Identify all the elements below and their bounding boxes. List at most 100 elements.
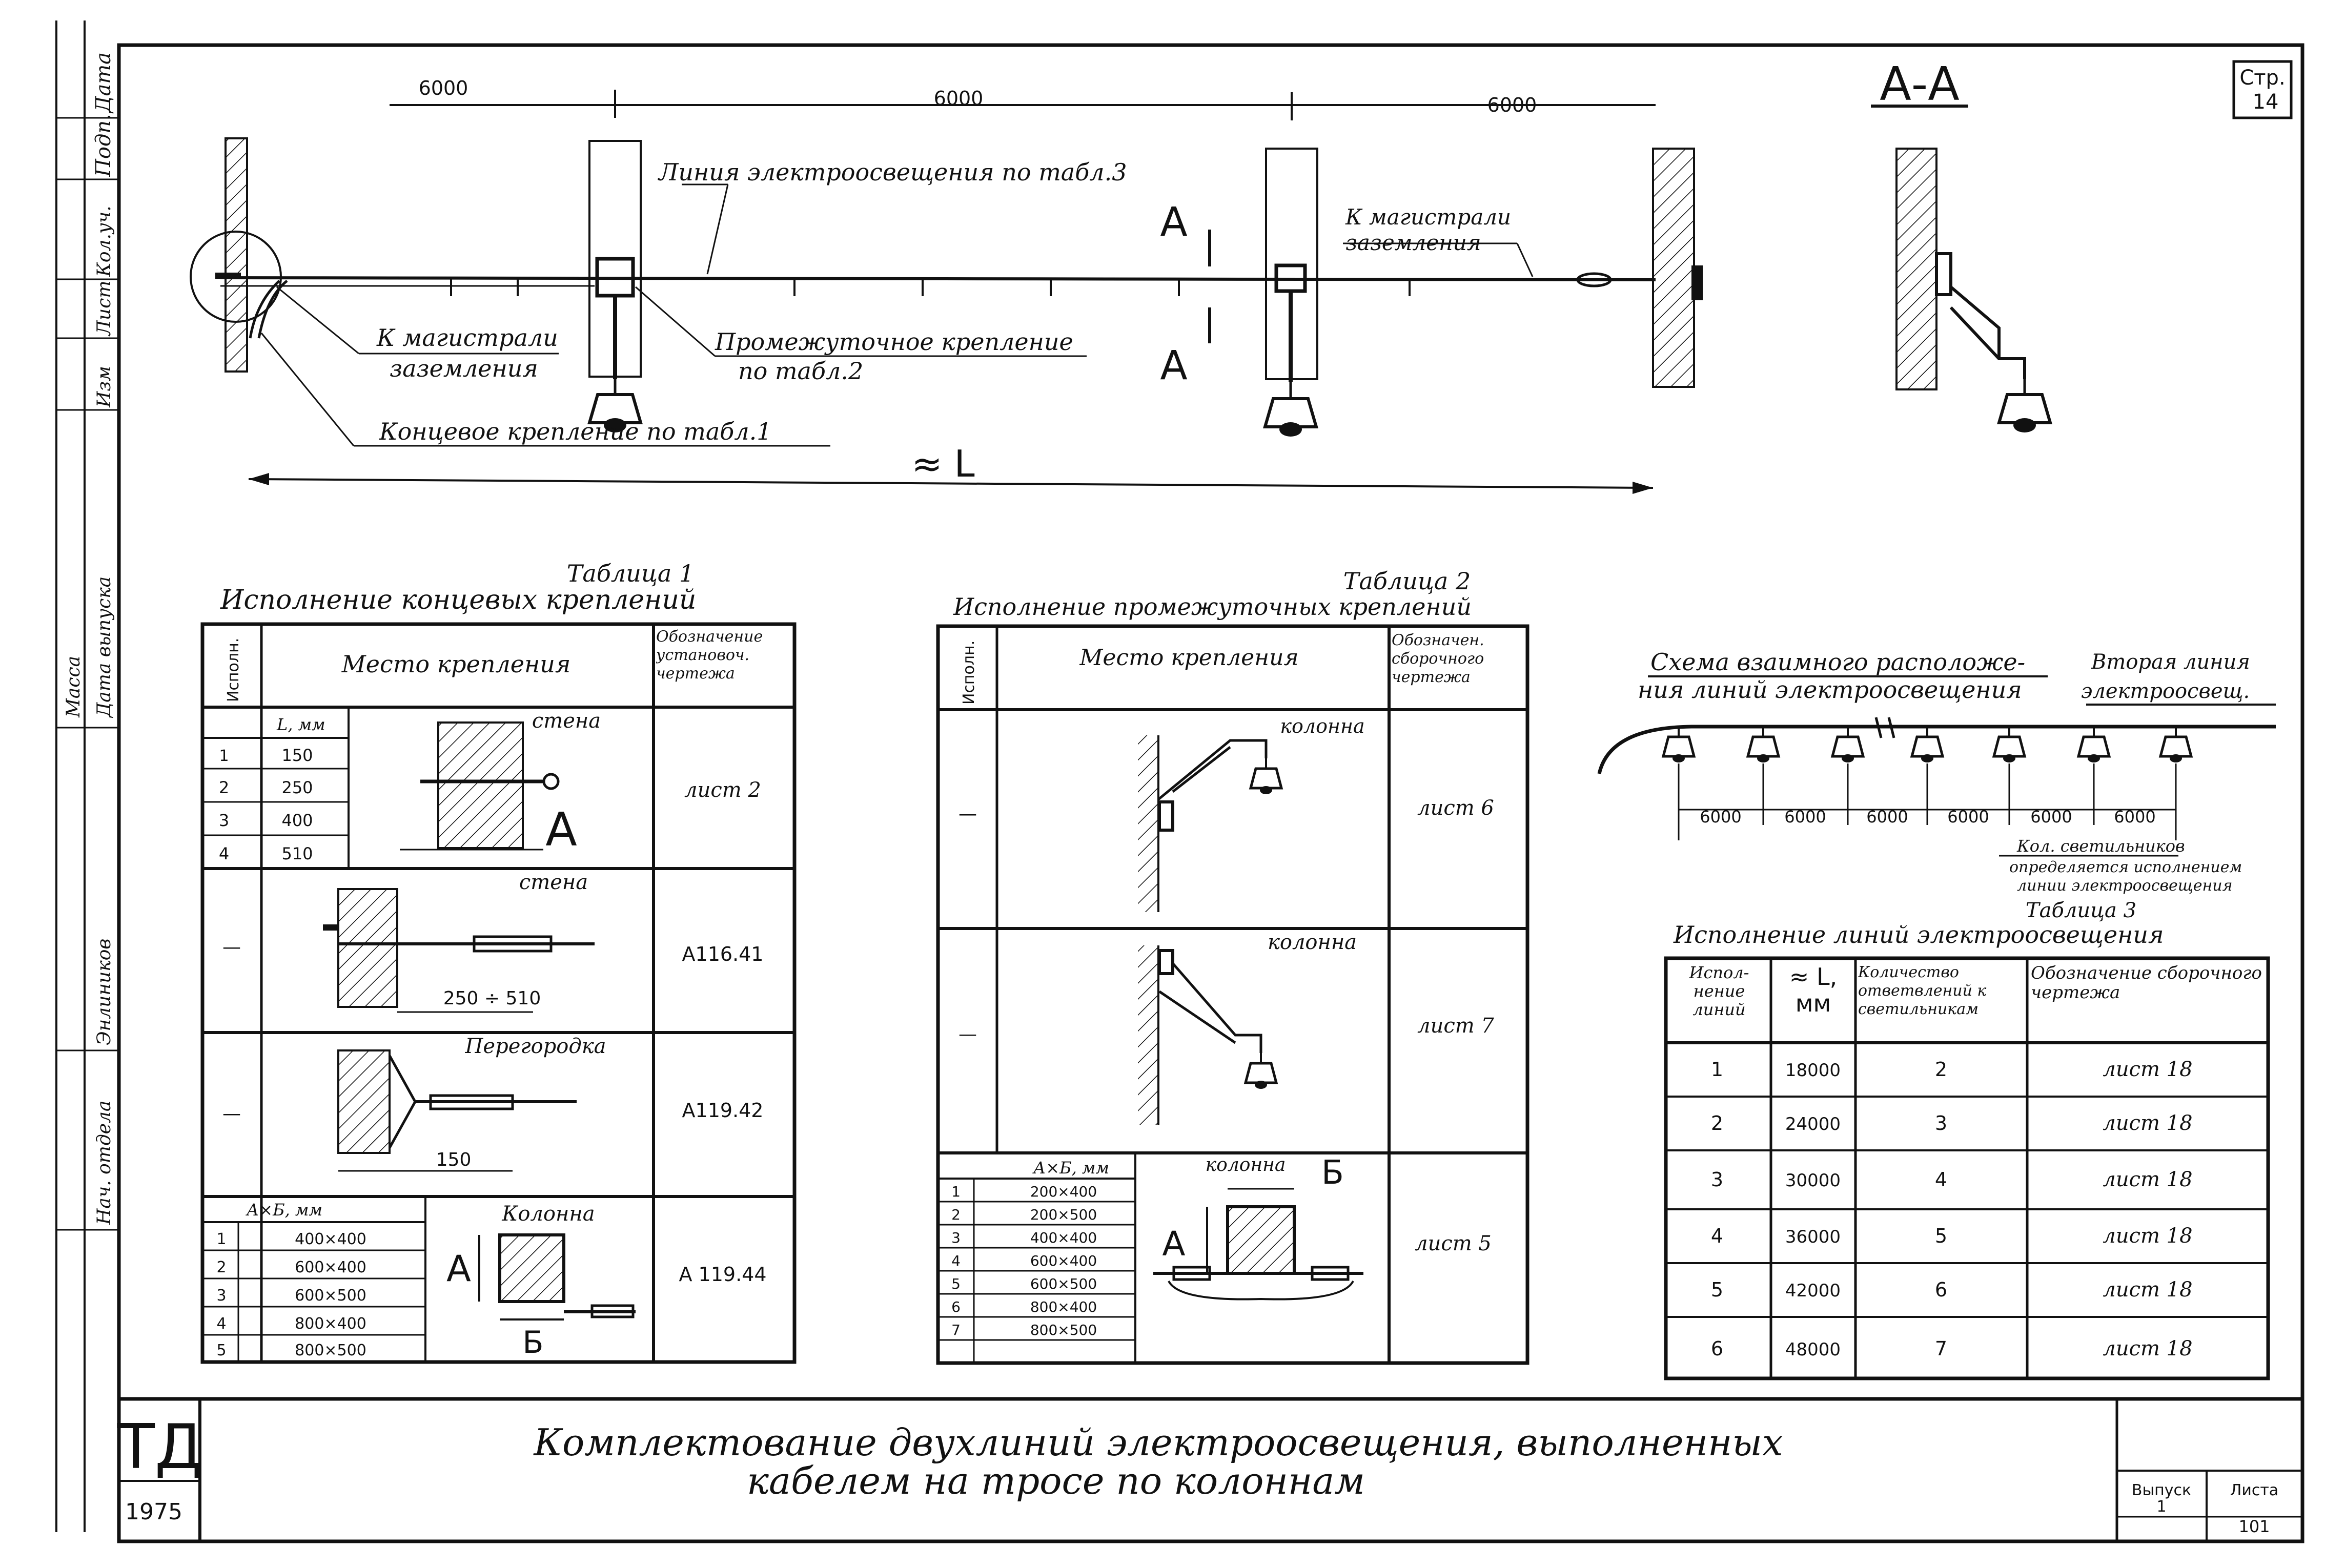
table2-idx-4: 4 — [951, 1252, 961, 1269]
table3-h-draw: Обозначение сборочного чертежа — [2031, 963, 2262, 1003]
table2-r1-dash: — — [958, 803, 977, 824]
table3-cell-qty: 6 — [1935, 1278, 1947, 1301]
table2-idx-2: 2 — [951, 1206, 961, 1223]
table1-len-idx-3: 3 — [219, 811, 229, 830]
table3-cell-len: 36000 — [1785, 1227, 1841, 1247]
table1-length-4: 510 — [281, 844, 313, 863]
table1-draw-3: А119.42 — [682, 1099, 764, 1122]
table3-row: 6 48000 7 лист 18 — [1711, 1337, 2193, 1360]
plan-label-inter-2: по табл.2 — [738, 357, 863, 385]
table1-length-3: 400 — [281, 811, 313, 830]
table3-caption: Таблица 3 — [2026, 899, 2136, 922]
scheme-title-1: Схема взаимного расположе- — [1650, 648, 2025, 676]
table1-col-place: Место крепления — [341, 650, 571, 678]
table3-cell-exec: 6 — [1711, 1337, 1723, 1360]
table1-caption: Таблица 1 — [567, 560, 695, 587]
scheme-note-2: определяется исполнением — [2009, 858, 2242, 876]
table2-idx-6: 6 — [951, 1298, 961, 1315]
table2-r1-draw: лист 6 — [1417, 796, 1494, 820]
stamp-code: ТД — [116, 1412, 202, 1483]
table2-mark-a: А — [1162, 1224, 1185, 1264]
table1-col-size-3: 600×500 — [295, 1287, 366, 1305]
table2-idx-1: 1 — [951, 1183, 961, 1200]
margin-label-sign: Подп. — [92, 114, 115, 177]
table3-cell-draw: лист 18 — [2103, 1058, 2192, 1081]
table1-wall2-dim: 250 ÷ 510 — [443, 988, 541, 1009]
section-title: А-А — [1880, 57, 1960, 111]
table3-cell-len: 30000 — [1785, 1170, 1841, 1191]
margin-label-change: Изм — [94, 366, 115, 408]
table3-cell-len: 48000 — [1785, 1339, 1841, 1360]
table1-wall-label: стена — [532, 709, 601, 733]
plan-label-ground-left-1: К магистрали — [376, 324, 558, 352]
table2-r3-label: колонна — [1206, 1154, 1286, 1175]
plan-dim-3: 6000 — [1487, 94, 1537, 116]
table2-subheader: А×Б, мм — [1032, 1158, 1109, 1178]
table1-col-size-4: 800×400 — [295, 1315, 366, 1333]
plan-view — [190, 90, 1703, 494]
table3-cell-qty: 4 — [1935, 1168, 1947, 1191]
plan-label-end: Концевое крепление по табл.1 — [379, 418, 772, 445]
table2-size-4: 600×400 — [1030, 1252, 1097, 1269]
plan-label-ground-left-2: заземления — [390, 355, 538, 382]
table3-cell-exec: 5 — [1711, 1278, 1723, 1301]
plan-dim-1: 6000 — [419, 77, 468, 99]
plan-label-ground-right-1: К магистрали — [1345, 204, 1511, 230]
table2-caption: Таблица 2 — [1343, 567, 1471, 595]
table3-cell-draw: лист 18 — [2103, 1337, 2192, 1360]
scheme-dim-3: 6000 — [1866, 807, 1908, 827]
scheme-second-line-2: электроосвещ. — [2081, 679, 2250, 703]
table3-cell-qty: 5 — [1935, 1225, 1947, 1247]
table3-cell-draw: лист 18 — [2103, 1111, 2192, 1135]
table1-title: Исполнение концевых креплений — [220, 585, 696, 615]
table1-mark-b: Б — [522, 1325, 543, 1360]
table1-column-label: Колонна — [501, 1202, 595, 1226]
table3-cell-draw: лист 18 — [2103, 1224, 2192, 1248]
table2-size-7: 800×500 — [1030, 1322, 1097, 1338]
table3-title: Исполнение линий электроосвещения — [1673, 921, 2164, 948]
table1-dash-3: — — [222, 1103, 241, 1124]
scheme-title-2: ния линий электроосвещения — [1638, 676, 2022, 704]
table2-r3-draw: лист 5 — [1415, 1232, 1492, 1255]
table3-cell-len: 24000 — [1785, 1114, 1841, 1134]
sheet-label: Листа — [2230, 1481, 2278, 1499]
table2-col-draw: Обозначен. сборочного чертежа — [1392, 631, 1484, 686]
table2-size-6: 800×400 — [1030, 1298, 1097, 1315]
table1-col-idx-1: 1 — [216, 1230, 226, 1248]
table3-cell-exec: 4 — [1711, 1225, 1723, 1247]
scheme-second-line-1: Вторая линия — [2091, 650, 2250, 674]
stamp-year: 1975 — [125, 1499, 182, 1525]
table1-len-idx-2: 2 — [219, 778, 229, 797]
plan-section-mark-top: А — [1160, 199, 1187, 245]
margin-label-head: Нач. отдела — [94, 1101, 115, 1225]
table3-cell-exec: 3 — [1711, 1168, 1723, 1191]
table1-part-label: Перегородка — [465, 1035, 606, 1058]
table3-cell-qty: 2 — [1935, 1058, 1947, 1081]
table1-col-idx-2: 2 — [216, 1258, 226, 1276]
scheme-dim-2: 6000 — [1784, 807, 1826, 827]
left-margin-strip: Дата Подп. Кол.уч. Лист Изм Масса Дата в… — [55, 20, 119, 1532]
table1-col-idx-4: 4 — [216, 1315, 226, 1333]
plan-label-ground-right-2: заземления — [1345, 230, 1481, 255]
table2-size-1: 200×400 — [1030, 1183, 1097, 1200]
plan-label-inter-1: Промежуточное крепление — [715, 328, 1073, 356]
table3-row: 1 18000 2 лист 18 — [1711, 1058, 2193, 1081]
table1-mark-a: А — [446, 1248, 471, 1290]
table3-row: 5 42000 6 лист 18 — [1711, 1278, 2193, 1302]
scheme-dim-4: 6000 — [1947, 807, 1989, 827]
table2-r1-label: колонна — [1280, 715, 1364, 737]
table1-part-dim: 150 — [436, 1149, 472, 1170]
table3-h-len: ≈ L, мм — [1789, 963, 1838, 1017]
plan-label-line: Линия электроосвещения по табл.3 — [658, 158, 1127, 186]
table-3-grid — [1664, 956, 2270, 1380]
table3-row: 2 24000 3 лист 18 — [1711, 1111, 2193, 1135]
table1-col-size-5: 800×500 — [295, 1342, 366, 1359]
scheme-dim-5: 6000 — [2030, 807, 2072, 827]
table1-col-idx-5: 5 — [216, 1342, 226, 1359]
page-number: 14 — [2253, 90, 2279, 114]
table2-size-5: 600×500 — [1030, 1275, 1097, 1292]
table-2-grid — [936, 624, 1529, 1365]
table1-col-idx-3: 3 — [216, 1287, 226, 1305]
table2-title: Исполнение промежуточных креплений — [953, 593, 1472, 621]
